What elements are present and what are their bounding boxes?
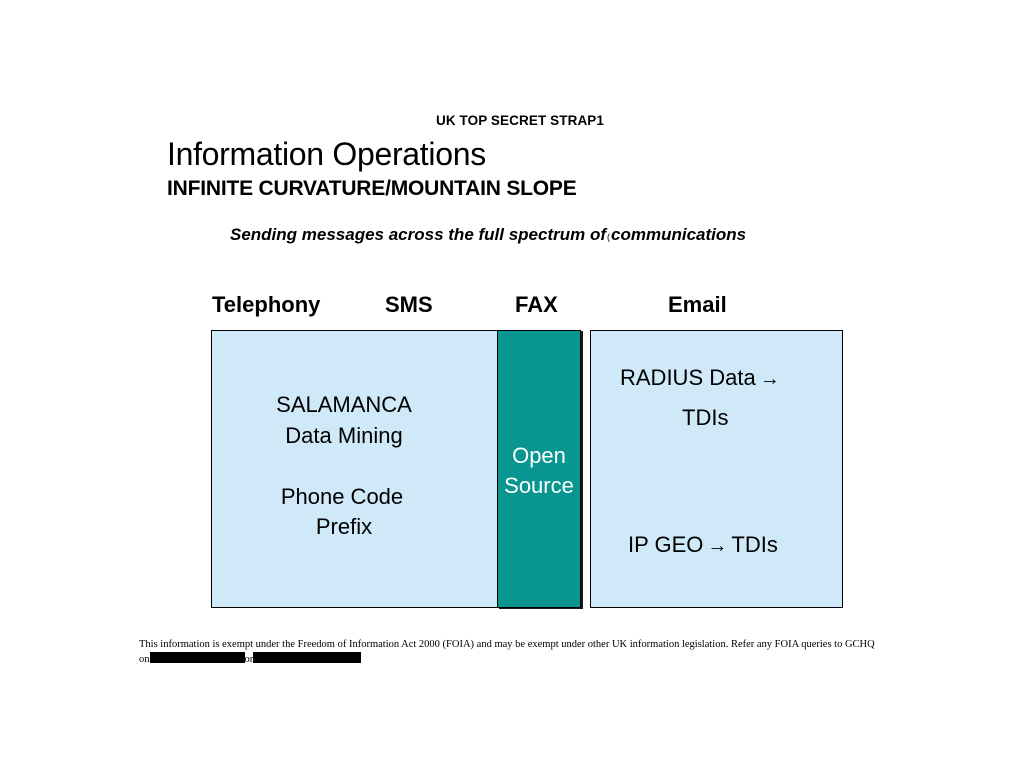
page-title: Information Operations: [167, 136, 486, 172]
ip-geo-label: IP GEO: [628, 532, 704, 557]
classification-banner: UK TOP SECRET STRAP1: [435, 113, 605, 128]
tagline-part2: communications: [611, 225, 747, 244]
phone-code-line1: Phone Code: [280, 484, 404, 509]
tagline-part1: Sending messages across the full spectru…: [230, 225, 607, 244]
right-arrow-icon: →: [759, 368, 780, 390]
open-source-line1: Open: [512, 443, 566, 468]
salamanca-line2: Data Mining: [285, 423, 403, 448]
foia-or-label: or: [244, 654, 254, 665]
tdis-label-1: TDIs: [682, 405, 729, 430]
foia-on-label: on: [139, 654, 150, 665]
radius-data-row: RADIUS Data→: [620, 363, 780, 394]
email-data-box: [590, 330, 843, 608]
tdis-label-2: TDIs: [731, 532, 778, 557]
ip-geo-row: IP GEO→TDIs: [628, 530, 778, 561]
foia-notice-text: This information is exempt under the Fre…: [139, 639, 875, 650]
column-heading-sms: SMS: [385, 292, 433, 317]
redaction-bar: [253, 652, 362, 663]
salamanca-line1: SALAMANCA: [276, 392, 412, 417]
column-heading-telephony: Telephony: [212, 292, 321, 317]
foia-notice: This information is exempt under the Fre…: [139, 637, 899, 667]
foia-contact-line: on or: [139, 652, 899, 667]
column-heading-fax: FAX: [515, 292, 558, 317]
phone-code-line2: Prefix: [315, 514, 373, 539]
open-source-box: [497, 330, 581, 608]
tagline-separator: (: [607, 232, 611, 242]
tagline: Sending messages across the full spectru…: [230, 225, 746, 245]
right-arrow-icon: →: [707, 535, 728, 557]
redaction-bar: [149, 652, 245, 663]
radius-data-label: RADIUS Data: [620, 365, 756, 390]
column-heading-email: Email: [668, 292, 727, 317]
open-source-line2: Source: [504, 473, 574, 498]
page-subtitle: INFINITE CURVATURE/MOUNTAIN SLOPE: [167, 177, 577, 200]
